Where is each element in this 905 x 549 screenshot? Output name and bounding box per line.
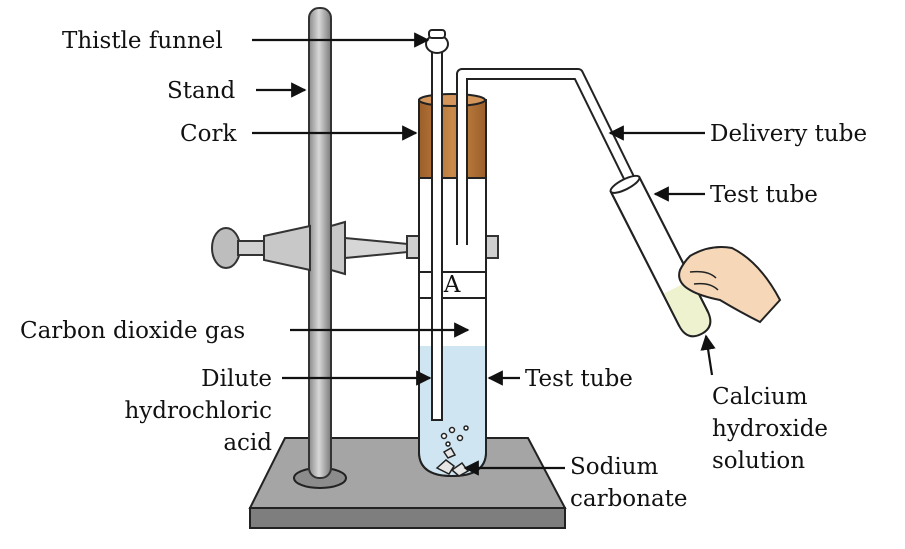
label-calcium: Calcium [712, 384, 808, 410]
label-thistle-funnel: Thistle funnel [62, 28, 223, 54]
label-carbonate: carbonate [570, 486, 688, 512]
label-delivery-tube: Delivery tube [710, 121, 867, 147]
clamp [211, 220, 499, 276]
region-a-band [418, 271, 487, 299]
limewater [663, 280, 710, 336]
side-test-tube [609, 174, 712, 338]
region-a-label: A [443, 272, 461, 298]
label-solution: solution [712, 448, 805, 474]
label-stand: Stand [167, 78, 236, 104]
label-cork: Cork [180, 121, 237, 147]
label-test-tube-main: Test tube [525, 366, 633, 392]
label-hydrochloric: hydrochloric [124, 398, 272, 424]
label-acid: acid [223, 430, 272, 456]
stand-base [248, 437, 567, 529]
cork [418, 93, 487, 179]
hand [678, 246, 782, 324]
label-dilute: Dilute [201, 366, 272, 392]
label-test-tube-side: Test tube [710, 182, 818, 208]
label-sodium: Sodium [570, 454, 658, 480]
arrow-calcium-hydroxide [700, 334, 716, 376]
thistle-funnel [425, 29, 449, 421]
label-carbon-dioxide-gas: Carbon dioxide gas [20, 318, 245, 344]
label-hydroxide: hydroxide [712, 416, 828, 442]
stand-rod [308, 7, 332, 479]
